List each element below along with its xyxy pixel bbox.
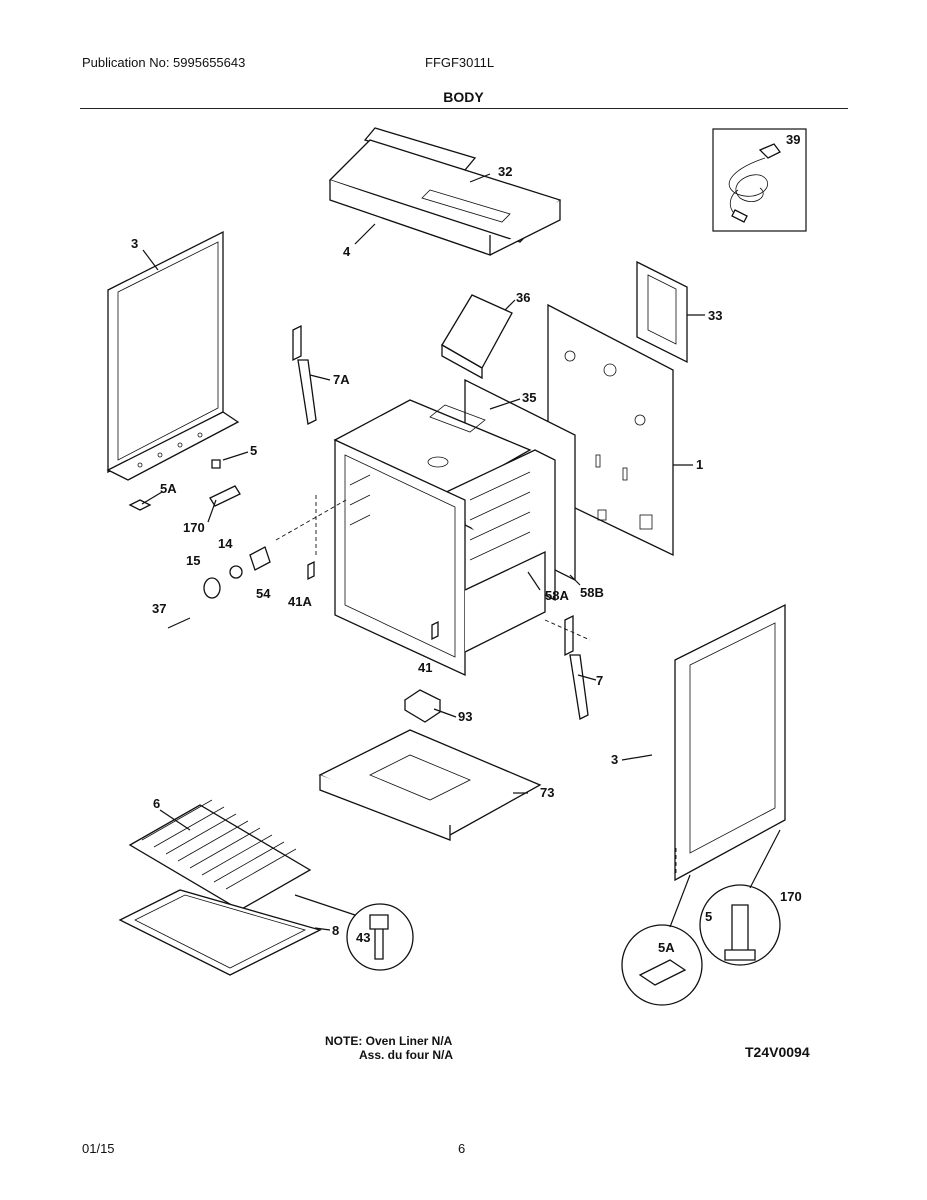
callout-3-left: 3 <box>131 236 138 251</box>
oven-rack <box>128 799 312 911</box>
callout-170-left: 170 <box>183 520 205 535</box>
cover-93 <box>403 689 442 723</box>
callout-41: 41 <box>418 660 432 675</box>
model-number: FFGF3011L <box>425 55 495 70</box>
callout-5A-top: 5A <box>160 481 177 496</box>
callout-4: 4 <box>343 244 351 259</box>
callout-1: 1 <box>696 457 703 472</box>
callout-54: 54 <box>256 586 271 601</box>
callout-6: 6 <box>153 796 160 811</box>
bottom-panel-73 <box>318 729 542 841</box>
power-cord-inset <box>712 128 807 232</box>
callout-73: 73 <box>540 785 554 800</box>
callout-15: 15 <box>186 553 200 568</box>
callout-41A: 41A <box>288 594 312 609</box>
oven-cavity <box>333 378 576 602</box>
callout-37: 37 <box>152 601 166 616</box>
note-line-1: NOTE: Oven Liner N/A <box>325 1034 453 1048</box>
publication-number: Publication No: 5995655643 <box>82 55 246 70</box>
callout-35: 35 <box>522 390 536 405</box>
diagram-code: T24V0094 <box>745 1044 810 1060</box>
hinge-receiver-7A <box>292 324 317 425</box>
bracket-36 <box>441 294 513 380</box>
detail-circles <box>346 829 781 1006</box>
footer-page-number: 6 <box>458 1141 466 1156</box>
callout-5-top: 5 <box>250 443 257 458</box>
top-burner-box <box>328 127 562 256</box>
leader-lines <box>141 173 705 931</box>
callout-32: 32 <box>498 164 512 179</box>
callout-58A: 58A <box>545 588 569 603</box>
callout-170-right: 170 <box>780 889 802 904</box>
section-title: BODY <box>443 89 484 105</box>
callout-93: 93 <box>458 709 472 724</box>
note-line-2: Ass. du four N/A <box>359 1048 454 1062</box>
footer-date: 01/15 <box>82 1141 115 1156</box>
broiler-pan <box>118 889 322 976</box>
small-parts <box>128 459 591 641</box>
callout-43: 43 <box>356 930 370 945</box>
callout-39: 39 <box>786 132 800 147</box>
callout-5-detail: 5 <box>705 909 712 924</box>
callout-36: 36 <box>516 290 530 305</box>
callout-8: 8 <box>332 923 339 938</box>
back-panel-1 <box>547 303 674 557</box>
callout-58B: 58B <box>580 585 604 600</box>
callout-33: 33 <box>708 308 722 323</box>
callout-14: 14 <box>218 536 233 551</box>
left-side-panel <box>106 230 240 481</box>
header-rule <box>80 108 848 109</box>
right-side-panel <box>674 603 786 882</box>
callout-7A: 7A <box>333 372 350 387</box>
callout-7: 7 <box>596 673 603 688</box>
oven-front-frame <box>334 438 546 677</box>
hinge-receiver-7 <box>564 614 589 720</box>
callout-3-right: 3 <box>611 752 618 767</box>
back-cover-33 <box>636 260 688 364</box>
callout-5A-detail: 5A <box>658 940 675 955</box>
